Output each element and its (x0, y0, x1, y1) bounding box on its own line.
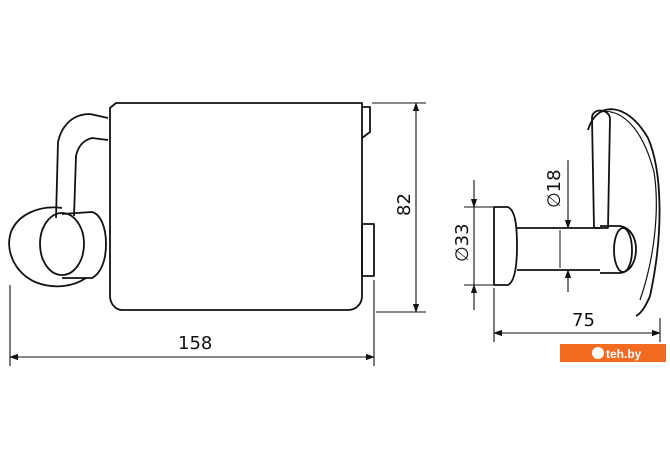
cover-plate (109, 102, 363, 311)
side-rosette (493, 206, 518, 286)
arm-collar (61, 211, 107, 279)
wall-rosette (8, 206, 87, 288)
dimension-depth (493, 288, 661, 342)
side-tab (361, 223, 375, 277)
dimension-label-width: 158 (178, 333, 212, 354)
watermark-logo-icon (592, 347, 604, 359)
cover-edge (361, 106, 371, 139)
dimension-label-rosette-diameter: ∅33 (452, 223, 473, 262)
watermark-text: teh.by (606, 347, 642, 361)
dimension-label-depth: 75 (572, 310, 595, 331)
holder-arm-inner (73, 137, 109, 217)
dimension-rosette-diameter (464, 180, 494, 310)
dimension-height (372, 102, 426, 313)
front-view (8, 102, 375, 311)
dimension-width (9, 280, 375, 366)
side-view (493, 108, 661, 317)
dimension-label-arm-diameter: ∅18 (544, 169, 565, 208)
dimension-label-height: 82 (394, 193, 415, 216)
rosette-inner (39, 212, 85, 276)
side-post (591, 109, 611, 229)
site-watermark: teh.by (560, 344, 666, 362)
side-cover (587, 108, 661, 317)
holder-arm (55, 113, 109, 219)
